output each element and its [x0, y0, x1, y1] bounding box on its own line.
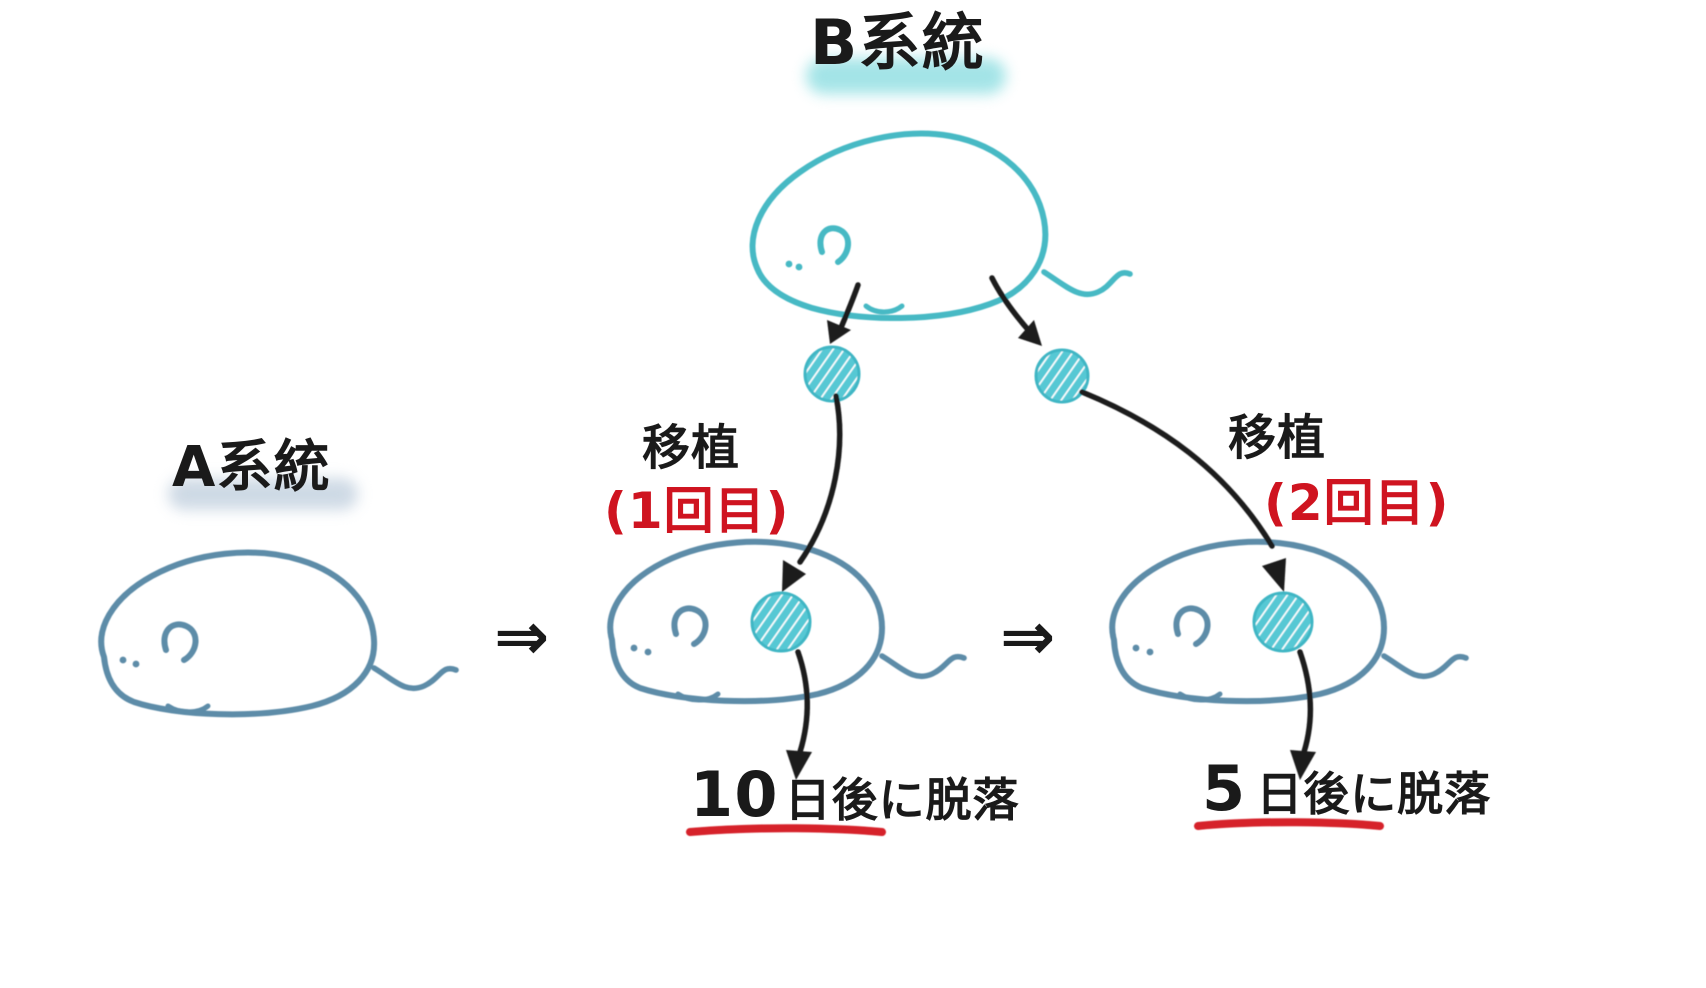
underline-outcome-1 — [686, 824, 886, 836]
transplant-round-label-1: (1回目) — [604, 482, 790, 540]
arrow-outcome-2 — [1290, 649, 1316, 780]
strain-b-label: B系統 — [810, 6, 985, 79]
graft-donor-2 — [1034, 348, 1090, 404]
underline-outcome-2 — [1194, 818, 1384, 830]
arrow-b-to-graft-2 — [989, 275, 1042, 346]
transplant-round-label-2: (2回目) — [1264, 474, 1450, 532]
strain-a-highlight — [168, 478, 358, 510]
outcome-2: 5 日後に脱落 — [1202, 758, 1491, 820]
transplant-label-1: 移植 — [642, 420, 740, 476]
outcome-days-1: 10 — [690, 758, 779, 831]
arrow-graft-to-mouse-2 — [1079, 389, 1286, 592]
graft-on-mouse-1 — [750, 591, 812, 653]
arrow-graft-to-mouse-1 — [782, 393, 843, 592]
outcome-text-2: 日後に脱落 — [1256, 767, 1491, 821]
graft-donor-1 — [803, 345, 861, 403]
mouse-strain-a-3 — [1109, 538, 1469, 705]
mouse-strain-a-1 — [98, 549, 459, 718]
arrow-outcome-1 — [786, 649, 812, 780]
progress-arrow-2: ⇒ — [1000, 598, 1056, 675]
mouse-strain-b — [749, 130, 1133, 321]
progress-arrow-1: ⇒ — [494, 598, 550, 675]
graft-on-mouse-2 — [1252, 591, 1314, 653]
outcome-text-1: 日後に脱落 — [784, 773, 1020, 827]
strain-a-label: A系統 — [172, 435, 331, 500]
mouse-strain-a-2 — [607, 538, 967, 705]
transplant-label-2: 移植 — [1228, 410, 1326, 466]
outcome-1: 10 日後に脱落 — [690, 764, 1019, 826]
outcome-days-2: 5 — [1202, 752, 1247, 825]
arrow-b-to-graft-1 — [827, 282, 861, 344]
strain-b-highlight — [806, 58, 1006, 94]
